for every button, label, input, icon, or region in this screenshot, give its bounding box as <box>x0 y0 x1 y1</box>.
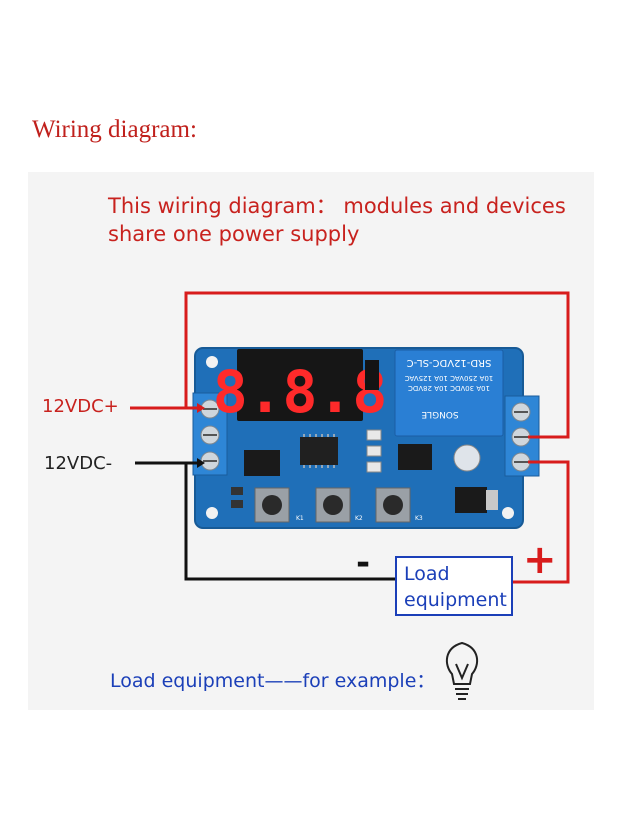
negative-arrow <box>197 458 205 468</box>
plus-sign: + <box>523 537 557 583</box>
led <box>453 444 481 472</box>
relay-brand: SONGLE <box>421 409 459 419</box>
relay-module: 8.8.8 SRD-12V <box>192 347 540 529</box>
button-k2: K2 <box>315 487 363 523</box>
button-k1: K1 <box>254 487 304 523</box>
seven-segment-display: 8.8.8 <box>213 349 388 426</box>
jumper <box>365 360 379 390</box>
optocoupler <box>244 450 280 476</box>
svg-text:K2: K2 <box>355 515 363 522</box>
mount-hole <box>206 507 218 519</box>
load-red-wire <box>513 460 570 584</box>
relay: SRD-12VDC-SL-C 10A 250VAC 10A 125VAC 10A… <box>394 349 504 437</box>
button-k3: K3 <box>375 487 423 523</box>
mount-hole <box>502 507 514 519</box>
relay-rating: 10A 250VAC 10A 125VAC <box>405 374 494 382</box>
load-label-line-1: Load <box>404 563 450 585</box>
svg-text:K3: K3 <box>415 515 423 522</box>
display-digits: 8.8.8 <box>213 358 388 426</box>
relay-rating: 10A 30VDC 10A 28VDC <box>408 384 490 392</box>
page-title: Wiring diagram: <box>32 116 197 143</box>
label-12vdc-negative: 12VDC- <box>44 453 113 474</box>
load-label-line-2: equipment <box>404 589 507 611</box>
optocoupler <box>398 444 432 470</box>
bottom-black-wire <box>184 463 395 581</box>
relay-model: SRD-12VDC-SL-C <box>407 357 492 368</box>
caption-line-2: share one power supply <box>108 222 360 246</box>
minus-sign: - <box>356 543 371 583</box>
wires <box>130 291 570 584</box>
label-12vdc-positive: 12VDC+ <box>42 396 119 417</box>
top-red-wire <box>184 291 570 439</box>
positive-arrow <box>197 403 205 413</box>
load-equipment-box <box>395 556 513 616</box>
caption-line-1: This wiring diagram： modules and devices <box>108 194 566 218</box>
transistor <box>455 487 487 513</box>
example-caption: Load equipment——for example： <box>110 670 436 692</box>
svg-text:K1: K1 <box>296 515 304 522</box>
mount-hole <box>206 356 218 368</box>
light-bulb-icon <box>445 641 479 700</box>
ic-chip <box>300 434 338 468</box>
